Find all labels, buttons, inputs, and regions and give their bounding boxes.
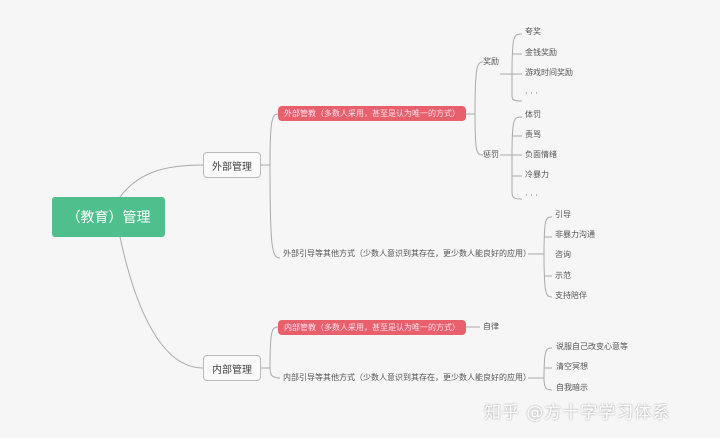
internal-guidance-item[interactable]: 自我暗示 bbox=[556, 383, 588, 392]
root-node[interactable]: （教育）管理 bbox=[52, 197, 165, 237]
punish-item[interactable]: 责骂 bbox=[525, 130, 541, 139]
internal-management-node[interactable]: 内部管理 bbox=[203, 355, 261, 381]
reward-item[interactable]: 金钱奖励 bbox=[525, 48, 557, 57]
punish-item[interactable]: 负面情绪 bbox=[525, 150, 557, 159]
internal-guidance-node[interactable]: 内部引导等其他方式（少数人意识到其存在，更少数人能良好的应用） bbox=[283, 373, 531, 382]
external-guidance-node[interactable]: 外部引导等其他方式（少数人意识到其存在，更少数人能良好的应用） bbox=[283, 249, 531, 258]
guidance-item[interactable]: 示范 bbox=[555, 271, 571, 280]
reward-item[interactable]: 游戏时间奖励 bbox=[525, 68, 573, 77]
internal-guidance-item[interactable]: 清空冥想 bbox=[556, 362, 588, 371]
punish-item[interactable]: 体罚 bbox=[525, 110, 541, 119]
guidance-item[interactable]: 引导 bbox=[555, 210, 571, 219]
internal-discipline-node[interactable]: 内部管教（多数人采用，甚至是认为唯一的方式） bbox=[278, 320, 466, 335]
guidance-item[interactable]: 非暴力沟通 bbox=[555, 230, 595, 239]
reward-item[interactable]: 夸奖 bbox=[525, 27, 541, 36]
punish-item[interactable]: 冷暴力 bbox=[525, 170, 549, 179]
punish-node[interactable]: 惩罚 bbox=[483, 150, 499, 159]
guidance-item[interactable]: 支持陪伴 bbox=[555, 291, 587, 300]
internal-guidance-item[interactable]: 说服自己改变心意等 bbox=[556, 342, 628, 351]
external-management-node[interactable]: 外部管理 bbox=[203, 152, 261, 178]
external-discipline-node[interactable]: 外部管教（多数人采用，甚至是认为唯一的方式） bbox=[278, 106, 466, 121]
watermark: 知乎 @方十字学习体系 bbox=[484, 403, 671, 423]
punish-item[interactable]: · · · bbox=[525, 191, 538, 200]
reward-item[interactable]: · · · bbox=[525, 89, 538, 98]
guidance-item[interactable]: 咨询 bbox=[555, 250, 571, 259]
self-discipline-node[interactable]: 自律 bbox=[483, 322, 499, 331]
reward-node[interactable]: 奖励 bbox=[483, 57, 499, 66]
